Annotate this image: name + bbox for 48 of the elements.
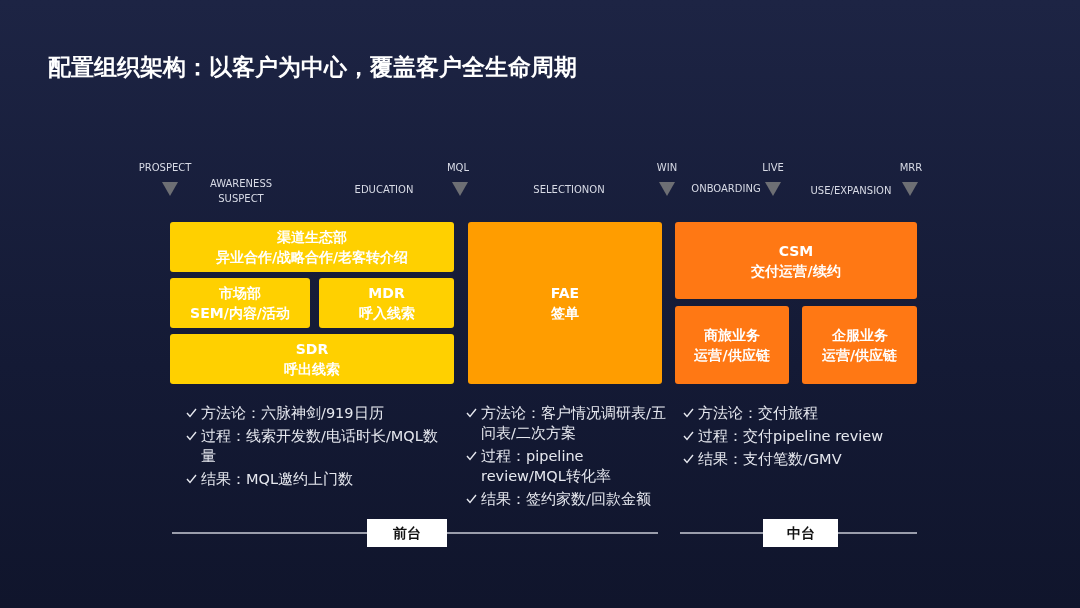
stage-label: LIVE xyxy=(762,161,784,175)
bullet-text: 过程：线索开发数/电话时长/MQL数量 xyxy=(201,427,439,466)
bullet-text: 方法论：客户情况调研表/五问表/二次方案 xyxy=(481,404,666,443)
box-text: 异业合作/战略合作/老客转介绍 xyxy=(215,248,409,267)
bullet-text: 结果：MQL邀约上门数 xyxy=(201,470,353,489)
slide-title: 配置组织架构：以客户为中心，覆盖客户全生命周期 xyxy=(48,53,577,82)
box-heading: MDR xyxy=(368,284,405,303)
bullet-text: 过程：交付pipeline review xyxy=(698,427,884,446)
bullet-text: 方法论：六脉神剑/919日历 xyxy=(201,404,384,423)
department-box xyxy=(802,306,917,384)
department-box xyxy=(675,222,917,299)
department-box xyxy=(675,306,789,384)
stage-label: EDUCATION xyxy=(354,183,414,197)
stage-label: WIN xyxy=(656,161,678,175)
box-heading: SDR xyxy=(295,340,329,359)
stage-label: AWARENESS SUSPECT xyxy=(208,177,274,206)
box-text: 签单 xyxy=(551,304,579,323)
stage-label: SELECTIONON xyxy=(533,183,605,197)
box-text: 呼入线索 xyxy=(358,304,415,323)
box-text: 呼出线索 xyxy=(284,360,340,379)
box-text: SEM/内容/活动 xyxy=(190,304,290,323)
box-heading: 渠道生态部 xyxy=(277,228,347,247)
box-heading: FAE xyxy=(550,284,580,303)
section-tag xyxy=(763,519,838,547)
box-heading: 企服业务 xyxy=(831,326,888,345)
department-box xyxy=(170,222,454,272)
tag-text: 中台 xyxy=(786,524,815,543)
box-text: 交付运营/续约 xyxy=(751,261,841,281)
department-box xyxy=(319,278,454,328)
bullet-text: 结果：支付笔数/GMV xyxy=(698,450,842,469)
tag-text: 前台 xyxy=(393,524,421,543)
bullet-text: 过程：pipeline review/MQL转化率 xyxy=(481,447,612,486)
stage-label: PROSPECT xyxy=(138,161,192,175)
box-text: 运营/供应链 xyxy=(694,346,770,365)
department-box xyxy=(170,334,454,384)
section-tag xyxy=(367,519,447,547)
stage-label: USE/EXPANSION xyxy=(810,184,892,198)
stage-label: ONBOARDING xyxy=(691,182,761,196)
box-text: 运营/供应链 xyxy=(821,346,898,365)
box-heading: 市场部 xyxy=(219,284,261,303)
box-heading: CSM xyxy=(778,241,814,261)
bullet-text: 方法论：交付旅程 xyxy=(698,404,818,423)
department-box xyxy=(170,278,310,328)
department-box xyxy=(468,222,662,384)
stage-label: MQL xyxy=(446,161,470,175)
bullet-text: 结果：签约家数/回款金额 xyxy=(481,490,651,509)
box-heading: 商旅业务 xyxy=(704,326,760,345)
stage-label: MRR xyxy=(899,161,923,175)
